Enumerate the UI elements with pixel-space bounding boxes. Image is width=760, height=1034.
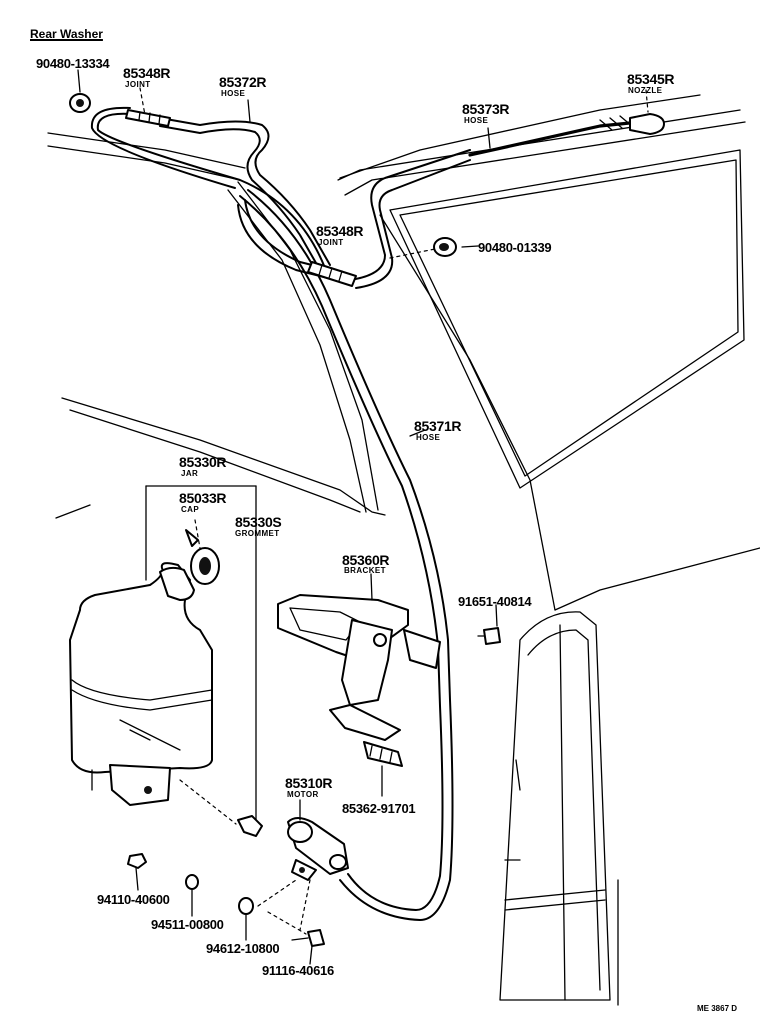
part-name-nozzle: NOZZLE <box>628 86 663 95</box>
part-number-cap: 85033R <box>179 490 227 506</box>
part-number-hose-upper: 85372R <box>219 74 267 90</box>
leader-lines <box>77 69 498 965</box>
part-number-joint-mid: 85348R <box>316 223 364 239</box>
part-number-joint-top: 85348R <box>123 65 171 81</box>
part-number-grommet-mid: 90480-01339 <box>478 240 552 255</box>
part-name-joint-top: JOINT <box>125 80 151 89</box>
part-name-bracket: BRACKET <box>344 566 386 575</box>
part-number-clip-right: 91651-40814 <box>458 594 532 609</box>
part-name-joint-mid: JOINT <box>318 238 344 247</box>
part-name-hose-roof: HOSE <box>464 116 489 125</box>
reference-code: ME 3867 D <box>697 1004 738 1013</box>
part-number-bracket: 85360R <box>342 552 390 568</box>
part-name-hose-long: HOSE <box>416 433 441 442</box>
jar-cap <box>185 519 220 585</box>
vehicle-body-outline <box>47 94 760 1006</box>
part-number-hose-long: 85371R <box>414 418 462 434</box>
diagram-title: Rear Washer <box>30 27 103 41</box>
part-number-jar: 85330R <box>179 454 227 470</box>
part-name-cap: CAP <box>181 505 200 514</box>
part-number-washer-spring: 94511-00800 <box>151 917 224 932</box>
part-number-bolt: 91116-40616 <box>262 963 334 978</box>
hose-clamp <box>363 741 403 767</box>
joint-mid <box>307 247 441 287</box>
hose-routing <box>90 106 642 921</box>
part-number-washer-plate: 94612-10800 <box>206 941 280 956</box>
nozzle <box>629 89 665 135</box>
grommet-top <box>69 93 91 113</box>
part-number-grommet-jar: 85330S <box>235 514 282 530</box>
clip-right <box>477 627 501 645</box>
part-name-motor: MOTOR <box>287 790 319 799</box>
part-number-hose-roof: 85373R <box>462 101 510 117</box>
part-name-jar: JAR <box>181 469 199 478</box>
part-number-nozzle: 85345R <box>627 71 675 87</box>
washer-motor <box>287 817 349 881</box>
part-number-nut: 94110-40600 <box>97 892 170 907</box>
washer-jar <box>69 485 257 821</box>
part-name-grommet-jar: GROMMET <box>235 529 280 538</box>
part-number-clamp: 85362-91701 <box>342 801 416 816</box>
fasteners <box>127 779 325 947</box>
motor-bracket <box>277 594 441 741</box>
grommet-mid <box>433 237 457 257</box>
part-number-grommet-top: 90480-13334 <box>36 56 110 71</box>
part-number-motor: 85310R <box>285 775 333 791</box>
part-name-hose-upper: HOSE <box>221 89 246 98</box>
joint-top <box>125 87 171 127</box>
